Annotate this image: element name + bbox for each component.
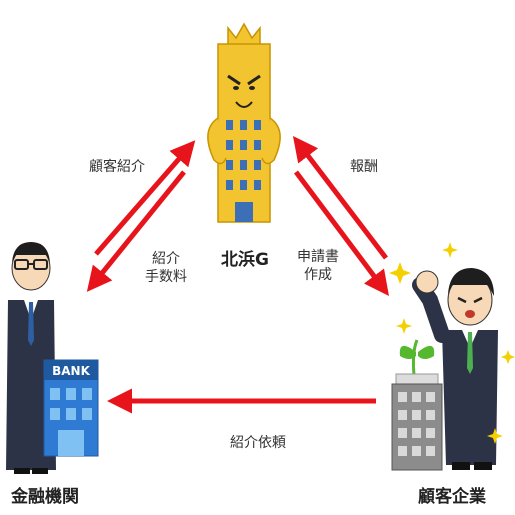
label-intro-fee: 紹介 手数料 — [145, 251, 187, 285]
label-reward: 報酬 — [350, 159, 378, 175]
bank-building-icon: BANK — [43, 359, 99, 457]
hub-node-label: 北浜G — [221, 250, 269, 270]
client-person-icon — [412, 268, 498, 470]
bank-node-label: 金融機関 — [11, 487, 79, 507]
sparkle-icon — [389, 242, 515, 444]
label-intro-request: 紹介依頼 — [230, 435, 286, 451]
arrow-reward — [292, 136, 388, 260]
growing-company-icon — [391, 339, 443, 471]
client-node-label: 顧客企業 — [418, 487, 486, 507]
bank-sign: BANK — [52, 364, 90, 378]
arrow-application-docs — [294, 170, 389, 296]
label-client-intro: 顧客紹介 — [89, 159, 145, 175]
arrow-intro-fee — [86, 170, 186, 292]
arrow-client-intro — [94, 140, 196, 256]
hub-building-icon — [207, 22, 281, 223]
label-application-docs: 申請書 作成 — [297, 249, 339, 283]
